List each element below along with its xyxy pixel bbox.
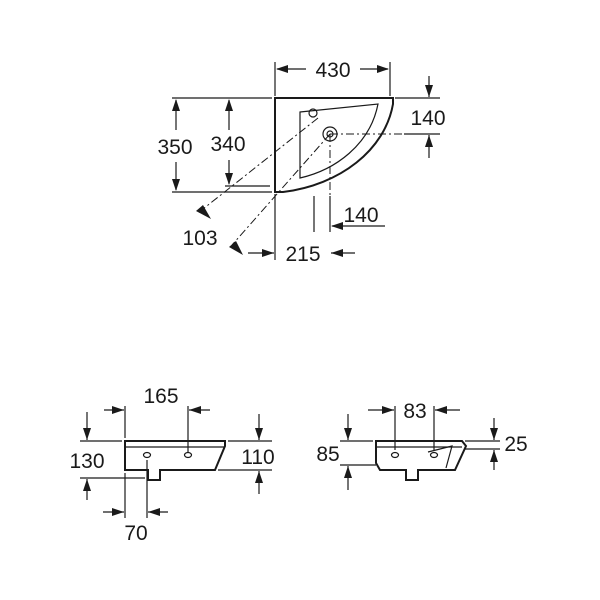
dim-front-outlet-70: 70 <box>124 522 147 545</box>
dim-side-tap-spacing-83: 83 <box>403 400 426 423</box>
basin-outline-top <box>274 97 394 193</box>
basin-outline-front <box>124 440 226 481</box>
basin-bowl-top <box>299 103 379 179</box>
side-view: 83 85 25 <box>316 400 528 490</box>
centerline-diagonal-2 <box>197 117 319 214</box>
tap-hole-side-right <box>429 451 439 459</box>
dim-width-430: 430 <box>315 59 350 82</box>
dim-front-height-110: 110 <box>241 446 274 469</box>
centerline-diagonal-1 <box>231 133 331 246</box>
tap-hole-front-left <box>142 451 152 459</box>
dim-front-height-130: 130 <box>69 450 104 473</box>
dim-depth-350: 350 <box>157 136 192 159</box>
basin-outline-side <box>375 440 468 481</box>
dim-corner-103: 103 <box>182 227 217 250</box>
dim-side-height-85: 85 <box>316 443 339 466</box>
tap-hole-front-right <box>183 451 193 459</box>
dim-front-tap-spacing-165: 165 <box>143 385 178 408</box>
dim-outlet-215: 215 <box>285 243 320 266</box>
dim-tap-offset-top-140: 140 <box>410 107 445 130</box>
overflow-hole <box>308 108 318 118</box>
tap-hole-side-left <box>390 451 400 459</box>
front-view: 165 130 110 70 <box>69 385 274 545</box>
dim-tap-offset-side-140: 140 <box>343 204 378 227</box>
top-view: 430 350 340 140 140 103 <box>157 59 445 266</box>
dim-depth-340: 340 <box>210 133 245 156</box>
dim-side-rim-25: 25 <box>504 433 527 456</box>
